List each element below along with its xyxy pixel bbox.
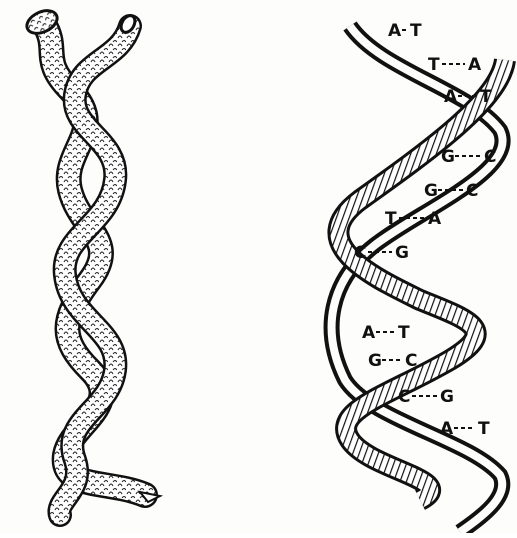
base-label-left: T bbox=[385, 209, 397, 229]
base-label-left: G bbox=[441, 147, 455, 167]
base-label-right: A bbox=[428, 209, 442, 229]
snakes-illustration bbox=[23, 6, 160, 515]
base-label-right: C bbox=[484, 147, 496, 167]
base-label-right: T bbox=[480, 87, 492, 107]
base-label-left: A bbox=[444, 87, 458, 107]
base-label-left: C bbox=[398, 387, 410, 407]
base-label-right: G bbox=[395, 243, 409, 263]
base-label-right: T bbox=[410, 21, 422, 41]
base-label-left: G bbox=[424, 181, 438, 201]
base-label-left: G bbox=[368, 351, 382, 371]
base-label-right: C bbox=[405, 351, 417, 371]
base-label-left: T bbox=[428, 55, 440, 75]
base-label-right: T bbox=[398, 323, 410, 343]
base-label-right: G bbox=[440, 387, 454, 407]
base-label-right: A bbox=[468, 55, 482, 75]
base-label-right: C bbox=[466, 181, 478, 201]
base-label-left: A bbox=[362, 323, 376, 343]
base-label-left: A bbox=[440, 419, 454, 439]
base-label-right: T bbox=[478, 419, 490, 439]
base-label-left: A bbox=[388, 21, 402, 41]
base-label-left: C bbox=[354, 243, 366, 263]
